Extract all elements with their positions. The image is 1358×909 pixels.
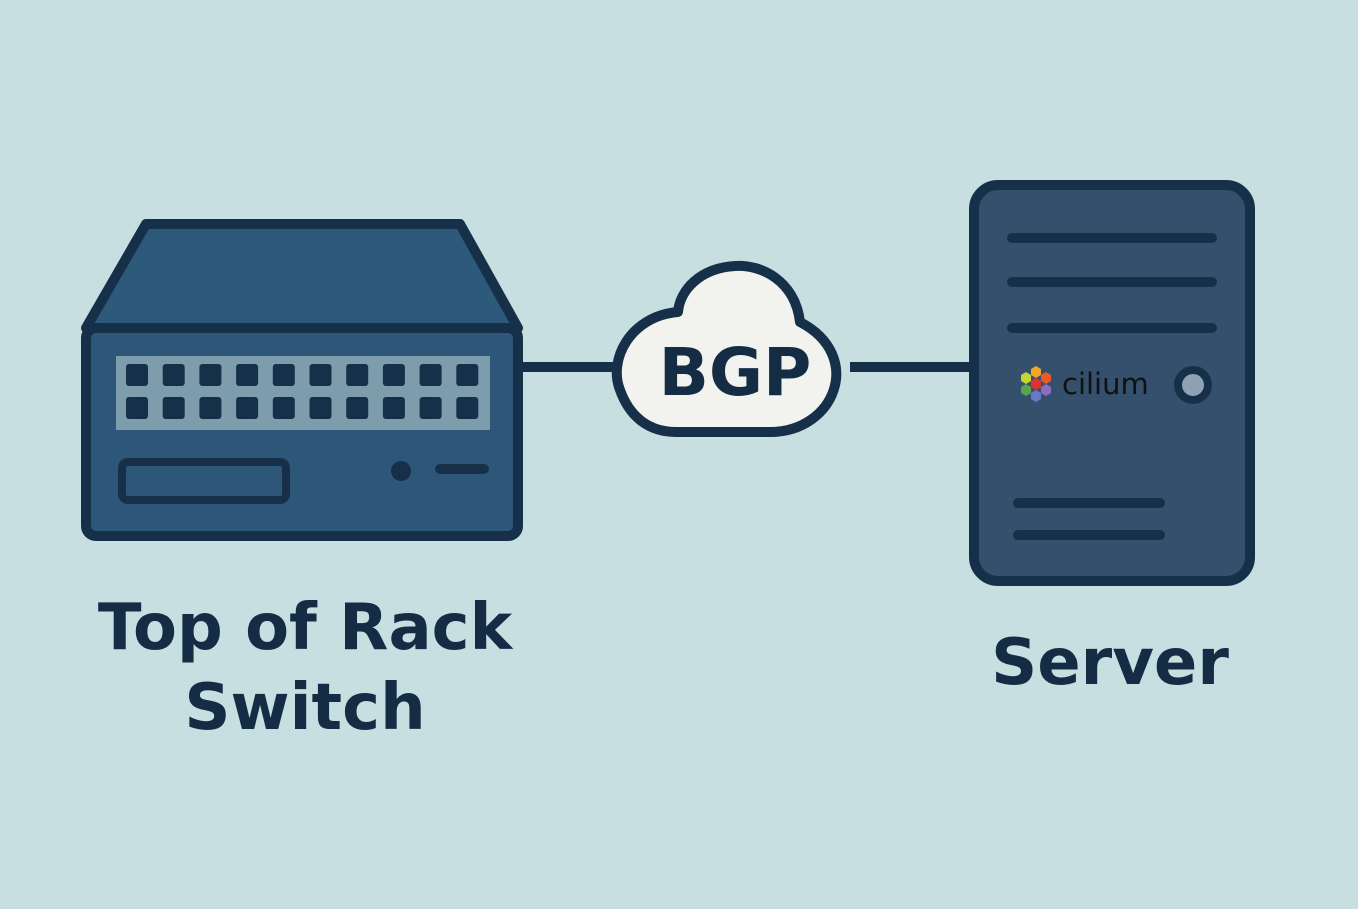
switch-port (199, 397, 222, 419)
cilium-hexagon-logo (1021, 366, 1051, 402)
switch-port (236, 364, 259, 386)
switch-port (382, 364, 405, 386)
switch-port (309, 397, 332, 419)
switch-port (162, 397, 185, 419)
switch-led-icon (391, 461, 411, 481)
switch-port (419, 397, 442, 419)
switch-port (346, 364, 369, 386)
switch-label-line-1: Top of Rack (97, 591, 513, 665)
switch-port (456, 364, 479, 386)
switch-port (309, 364, 332, 386)
server-tower-icon (969, 180, 1255, 586)
bgp-protocol-label: BGP (658, 334, 812, 411)
power-button-icon (1174, 366, 1212, 404)
switch-port (126, 364, 148, 386)
switch-port (126, 397, 148, 419)
switch-port (419, 364, 442, 386)
cloud-icon (611, 260, 842, 437)
switch-port (272, 397, 295, 419)
switch-port (272, 364, 295, 386)
switch-port (236, 397, 259, 419)
server-label: Server (991, 626, 1229, 700)
cilium-logo-text: cilium (1062, 367, 1149, 401)
switch-ports (126, 364, 479, 419)
switch-port (162, 364, 185, 386)
switch-port (346, 397, 369, 419)
switch-port (199, 364, 222, 386)
switch-port (456, 397, 479, 419)
switch-label: Top of Rack Switch (60, 588, 550, 748)
switch-slot (118, 458, 290, 504)
switch-port (382, 397, 405, 419)
switch-label-line-2: Switch (184, 671, 426, 745)
network-switch-icon (81, 219, 523, 541)
